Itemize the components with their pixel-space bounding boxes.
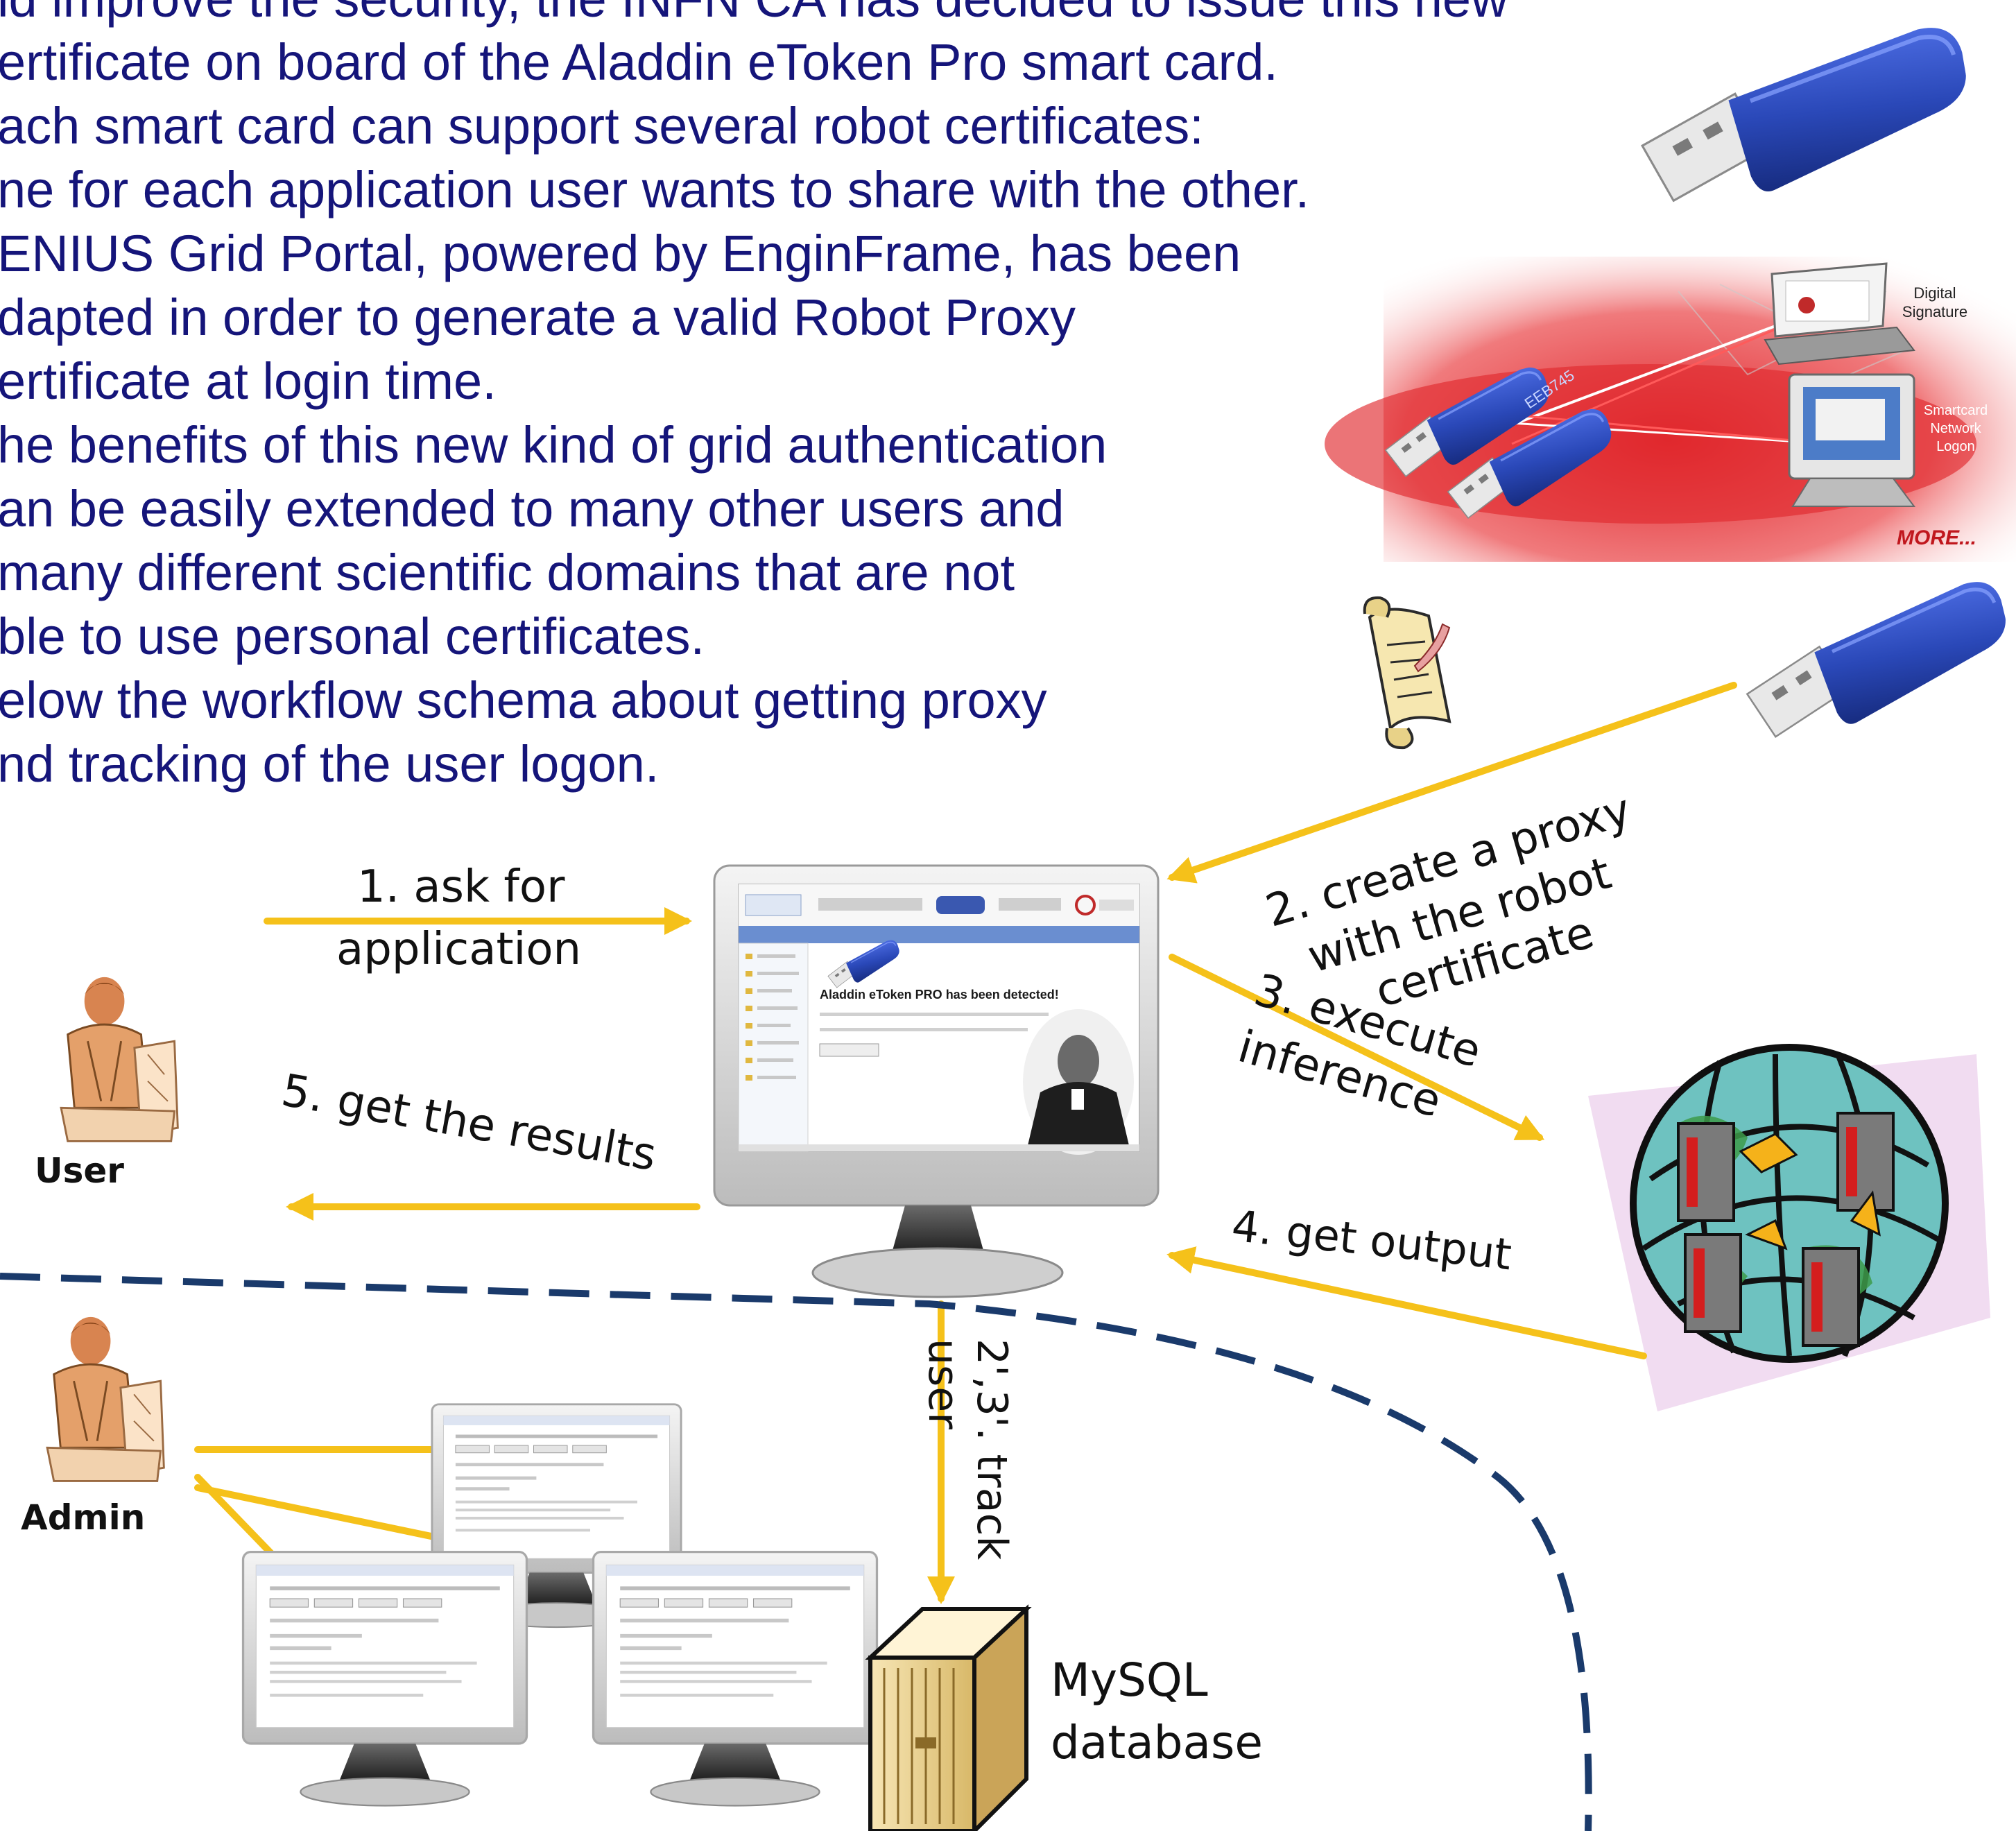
- intro-line: ne for each application user wants to sh…: [0, 161, 1310, 218]
- admin-label: Admin: [21, 1497, 145, 1538]
- intro-line: nd tracking of the user logon.: [0, 735, 660, 793]
- intro-line: ble to use personal certificates.: [0, 608, 705, 665]
- smartcard-promo-graphic: EEB745 Digital Signature Smartcard Netwo…: [1325, 257, 2016, 562]
- intro-line: ld improve the security, the INFN CA has…: [0, 0, 1508, 25]
- globe-servers-icon: [1588, 1044, 1990, 1411]
- intro-line: ach smart card can support several robot…: [0, 97, 1204, 155]
- usb-token-icon: [1735, 578, 2016, 741]
- track-label: 2',3'. track: [967, 1339, 1016, 1561]
- server-cabinet-icon: [865, 1604, 1032, 1831]
- step5-label: 5. get the results: [277, 1065, 660, 1181]
- portal-monitor: Aladdin eToken PRO has been detected!: [713, 864, 1160, 1298]
- database-label: database: [1051, 1716, 1263, 1769]
- server-rack: [1677, 1112, 1895, 1347]
- smartcard-logon-label: Network: [1930, 421, 1981, 436]
- admin-monitor: [241, 1550, 528, 1807]
- intro-line: many different scientific domains that a…: [0, 544, 1015, 601]
- step1-label: 1. ask for: [357, 861, 565, 913]
- digital-signature-label: Signature: [1902, 303, 1967, 320]
- intro-line: an be easily extended to many other user…: [0, 480, 1065, 538]
- step1-label: application: [336, 924, 581, 975]
- person-icon: [60, 976, 180, 1143]
- dashed-boundary: [0, 1273, 1592, 1831]
- laptop-icon: [1764, 262, 1915, 366]
- smartcard-logon-label: Smartcard: [1924, 403, 1988, 418]
- intro-line: ertificate at login time.: [0, 352, 497, 410]
- more-link[interactable]: MORE...: [1897, 526, 1976, 549]
- intro-line: elow the workflow schema about getting p…: [0, 671, 1047, 729]
- intro-line: ertificate on board of the Aladdin eToke…: [0, 33, 1278, 91]
- scroll-icon: [1363, 596, 1451, 750]
- track-label: user: [919, 1339, 967, 1429]
- crt-monitor-icon: [1788, 373, 1915, 507]
- digital-signature-label: Digital: [1913, 284, 1956, 302]
- person-icon: [46, 1316, 166, 1483]
- user-label: User: [35, 1151, 124, 1191]
- database-label: MySQL: [1051, 1653, 1208, 1707]
- token-detected-message: Aladdin eToken PRO has been detected!: [820, 988, 1059, 1002]
- step4-label: 4. get output: [1230, 1201, 1514, 1280]
- smartcard-logon-label: Logon: [1936, 439, 1975, 454]
- intro-line: he benefits of this new kind of grid aut…: [0, 416, 1108, 474]
- usb-token-icon: [1633, 24, 1976, 204]
- admin-monitor: [592, 1550, 879, 1807]
- portrait-image: [1023, 1009, 1134, 1155]
- intro-line: ENIUS Grid Portal, powered by EnginFrame…: [0, 225, 1241, 282]
- intro-line: dapted in order to generate a valid Robo…: [0, 289, 1076, 346]
